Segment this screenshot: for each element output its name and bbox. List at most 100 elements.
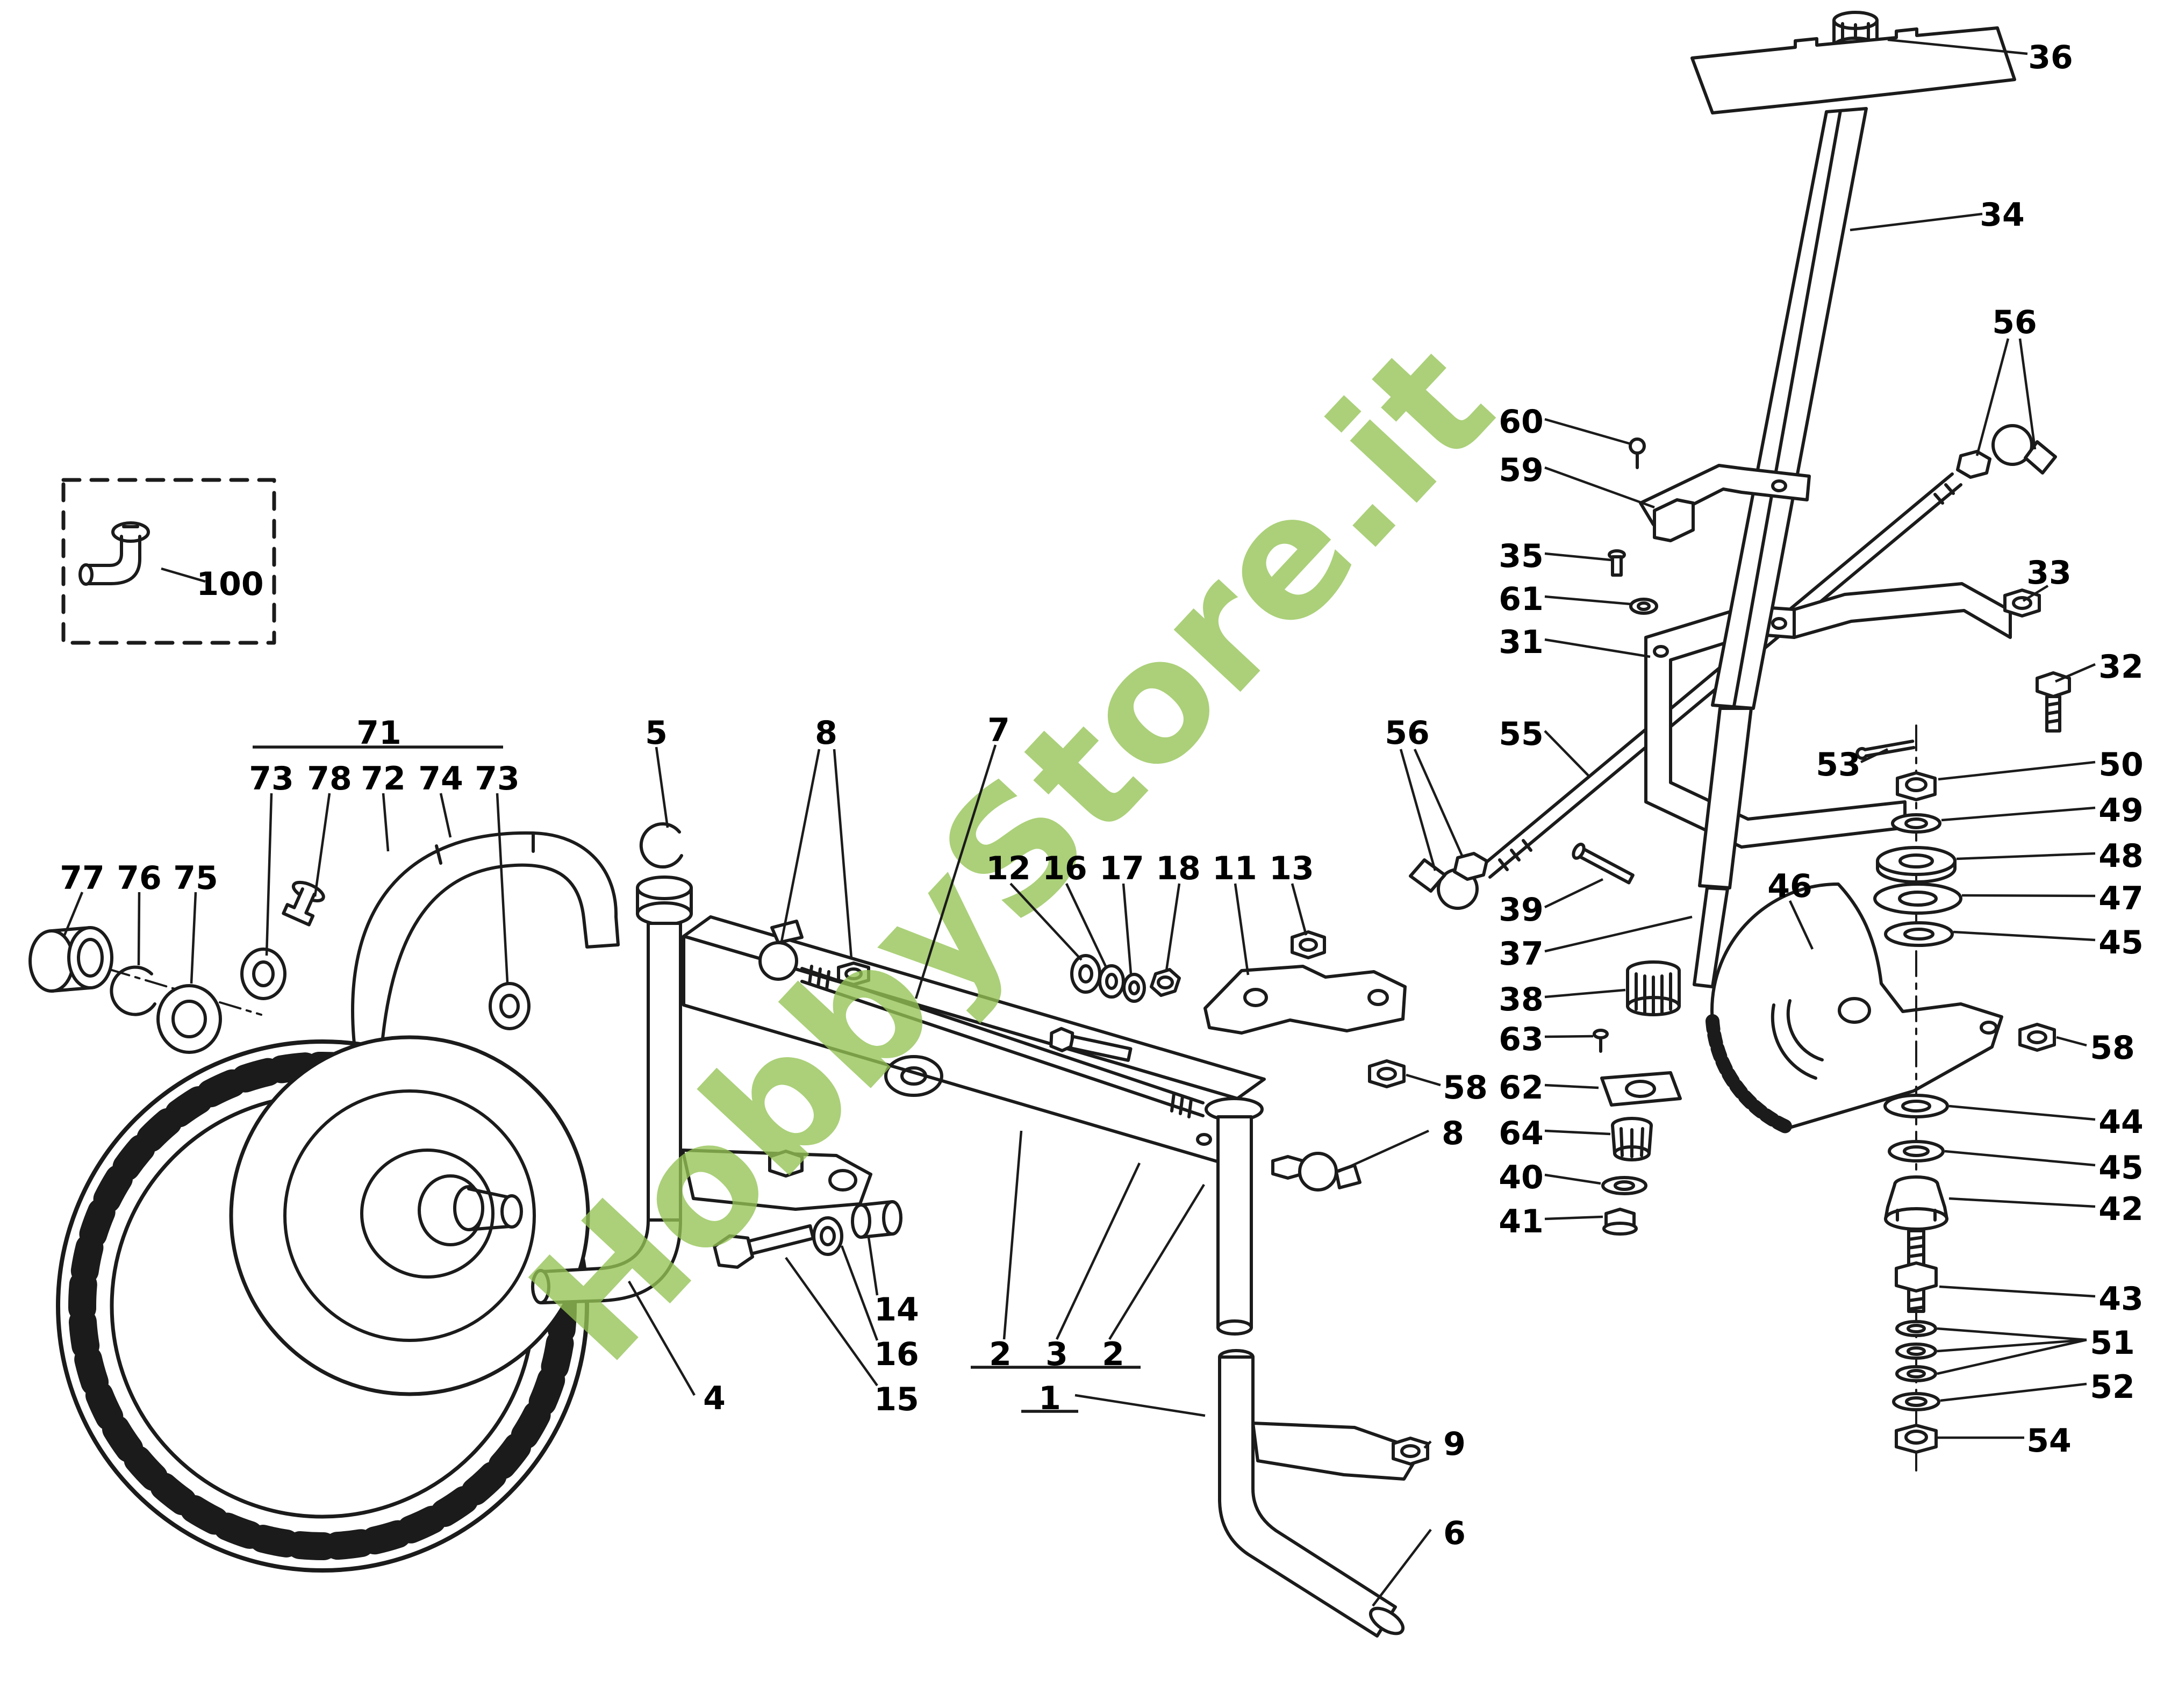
- part-label-17: 17: [1099, 850, 1144, 887]
- pin-39: [1572, 842, 1635, 885]
- washer-61: [1629, 598, 1658, 615]
- plate-62: [1600, 1071, 1682, 1107]
- part-label-71: 71: [356, 714, 402, 752]
- screw-60: [1629, 437, 1646, 469]
- washer-45-bottom: [1888, 1140, 1945, 1162]
- leader-line: [1399, 749, 1437, 871]
- leader-line: [1291, 883, 1308, 936]
- leader-line: [439, 793, 452, 838]
- part-label-31: 31: [1499, 623, 1544, 661]
- nut-18: [1150, 968, 1181, 997]
- leader-line: [1544, 638, 1651, 658]
- shaft-parts: [1572, 842, 1682, 1236]
- leader-line: [1940, 1382, 2087, 1402]
- leader-line: [1406, 1073, 1441, 1087]
- bearing-75: [156, 984, 222, 1054]
- leader-line: [914, 744, 997, 999]
- nut-54: [1895, 1424, 1938, 1454]
- front-wheel: [56, 1035, 590, 1573]
- column-bracket-31: [1644, 582, 2071, 849]
- leader-line: [1544, 595, 1631, 606]
- leader-line: [1413, 749, 1464, 856]
- part-label-59: 59: [1499, 451, 1544, 489]
- cup-washer-48: [1876, 846, 1957, 884]
- leader-line: [161, 567, 206, 583]
- part-label-77: 77: [60, 859, 105, 897]
- bushing-77: [28, 929, 75, 993]
- leader-line: [1423, 1440, 1432, 1449]
- diagram-artwork: [28, 11, 2071, 1638]
- part-label-36: 36: [2028, 39, 2073, 76]
- washer-73-right: [489, 982, 531, 1030]
- part-label-4: 4: [703, 1380, 726, 1417]
- leader-lines: [63, 38, 2096, 1607]
- leader-line: [628, 1280, 696, 1396]
- part-label-56-left: 56: [1385, 714, 1430, 752]
- part-label-55: 55: [1499, 715, 1544, 753]
- sector-gear-46: [1706, 882, 2003, 1133]
- bushing-42: [1884, 1175, 1948, 1231]
- part-label-2-left: 2: [989, 1336, 1012, 1373]
- screw-63: [1593, 1029, 1609, 1053]
- part-label-64: 64: [1499, 1115, 1544, 1152]
- washer-40: [1601, 1176, 1647, 1195]
- part-label-14: 14: [874, 1291, 919, 1329]
- washer-44: [1883, 1094, 1949, 1118]
- part-label-37: 37: [1499, 935, 1544, 973]
- part-label-58-right: 58: [2090, 1029, 2135, 1067]
- bushing-64: [1611, 1117, 1653, 1161]
- leader-line: [1860, 748, 1888, 764]
- leader-line: [1939, 1285, 2096, 1298]
- leader-line: [63, 892, 84, 936]
- leader-line: [1544, 552, 1612, 562]
- ball-joint-8-right: [1271, 1152, 1362, 1192]
- leader-line: [1850, 212, 1983, 232]
- bolt-78: [282, 880, 325, 927]
- retaining-ring-76: [110, 965, 156, 1016]
- leader-line: [190, 892, 197, 984]
- nut-13: [1291, 930, 1326, 959]
- leader-line: [1544, 1083, 1599, 1089]
- part-label-45-bottom: 45: [2098, 1149, 2144, 1187]
- ball-joint-56-right: [1991, 424, 2033, 466]
- wheel-bearing-parts: [28, 880, 531, 1054]
- leader-line: [655, 747, 669, 828]
- part-label-11: 11: [1212, 850, 1257, 887]
- leader-line: [2018, 338, 2037, 450]
- circlip-5: [639, 822, 683, 869]
- part-label-48: 48: [2098, 837, 2144, 875]
- part-label-3: 3: [1045, 1336, 1068, 1373]
- part-label-33: 33: [2026, 554, 2072, 592]
- leader-line: [867, 1237, 879, 1296]
- leader-line: [2022, 585, 2049, 602]
- part-label-16-top: 16: [1042, 850, 1087, 887]
- leader-line: [382, 793, 390, 852]
- washer-52: [1892, 1392, 1940, 1411]
- nut-58-right: [2018, 1023, 2056, 1052]
- washer-45-top: [1884, 921, 1954, 947]
- leader-line: [1961, 894, 2096, 898]
- washer-16-lower: [812, 1216, 843, 1256]
- dash-plate: [1690, 26, 2016, 114]
- washer-47: [1873, 882, 1962, 915]
- part-label-32: 32: [2098, 648, 2144, 686]
- part-label-76: 76: [117, 859, 162, 897]
- part-label-43: 43: [2098, 1280, 2144, 1318]
- leader-line: [1055, 1162, 1141, 1340]
- washer-73-left: [240, 948, 286, 1000]
- part-label-58-mid: 58: [1443, 1069, 1488, 1107]
- leader-line: [1002, 1130, 1023, 1340]
- kingpin-bolt-15: [713, 1224, 815, 1269]
- steering-column: [1608, 11, 2016, 988]
- part-label-38: 38: [1499, 981, 1544, 1018]
- leader-line: [785, 1257, 878, 1387]
- part-label-73-right: 73: [475, 760, 520, 798]
- nut-50: [1896, 771, 1937, 801]
- leader-line: [1544, 418, 1631, 446]
- middle-hardware: [1049, 930, 1407, 1088]
- part-label-2-right: 2: [1102, 1336, 1124, 1373]
- bolt-32: [2036, 671, 2071, 733]
- nut-41: [1602, 1208, 1638, 1236]
- leader-line: [1544, 1035, 1594, 1038]
